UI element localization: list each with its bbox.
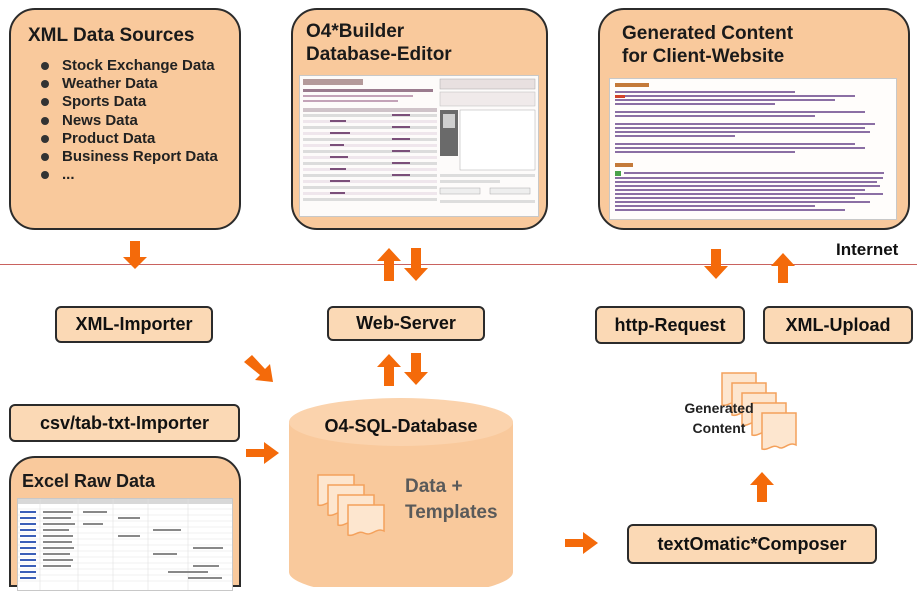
generated-content-title-line1: Generated Content: [622, 23, 794, 44]
internet-line: [0, 264, 917, 266]
xml-data-sources-list: Stock Exchange Data Weather Data Sports …: [36, 57, 218, 184]
database-content-label: Data + Templates: [405, 474, 498, 526]
down-arrow-icon: [123, 241, 147, 269]
up-arrow-icon: [377, 354, 401, 386]
down-arrow-icon: [404, 248, 428, 281]
right-arrow-icon: [244, 355, 273, 382]
excel-sheet-grid: [18, 499, 232, 590]
internet-label: Internet: [836, 240, 899, 259]
generated-content-doc-line2: Content: [692, 420, 746, 436]
csv-importer-node: csv/tab-txt-Importer: [9, 404, 240, 442]
bullet-icon: [41, 116, 49, 125]
list-item: Sports Data: [36, 93, 218, 111]
list-item: Stock Exchange Data: [36, 57, 218, 75]
database-editor-thumbnail: [300, 76, 538, 216]
o4-builder-title: O4*Builder Database-Editor: [306, 20, 452, 66]
o4-builder-title-line2: Database-Editor: [306, 44, 452, 65]
database-content-line1: Data +: [405, 476, 463, 497]
right-arrow-icon: [246, 442, 279, 464]
up-arrow-icon: [377, 248, 401, 281]
list-item: Business Report Data: [36, 148, 218, 166]
database-editor-screenshot: [299, 75, 539, 217]
up-arrow-icon: [771, 253, 795, 283]
database-title: O4-SQL-Database: [324, 416, 478, 436]
down-arrow-icon: [404, 353, 428, 385]
generated-content-doc-label: Generated Content: [664, 398, 774, 438]
bullet-icon: [41, 62, 49, 70]
right-arrow-icon: [565, 532, 598, 554]
client-website-screenshot: [609, 78, 897, 220]
generated-content-title: Generated Content for Client-Website: [622, 22, 793, 68]
list-item: Weather Data: [36, 75, 218, 93]
textomatic-composer-node: textOmatic*Composer: [627, 524, 877, 564]
generated-content-title-line2: for Client-Website: [622, 46, 785, 67]
database-cylinder: [289, 398, 513, 587]
xml-data-sources-panel: XML Data Sources Stock Exchange Data Wea…: [9, 8, 241, 230]
generated-content-document-stack-icon: [721, 372, 797, 451]
client-website-thumbnail: [610, 79, 896, 219]
bullet-icon: [41, 98, 49, 107]
document-stack-icon: [317, 474, 385, 537]
bullet-icon: [41, 153, 49, 162]
http-request-node: http-Request: [595, 306, 745, 344]
o4-builder-panel: O4*Builder Database-Editor: [291, 8, 548, 230]
generated-content-doc-line1: Generated: [684, 400, 754, 416]
down-arrow-icon: [704, 249, 728, 279]
bullet-icon: [41, 80, 49, 89]
up-arrow-icon: [750, 472, 774, 502]
list-item: ...: [36, 166, 218, 184]
excel-raw-data-panel: Excel Raw Data: [9, 456, 241, 591]
web-server-node: Web-Server: [327, 306, 485, 341]
generated-content-panel: Generated Content for Client-Website: [598, 8, 910, 230]
list-item: Product Data: [36, 130, 218, 148]
xml-data-sources-title: XML Data Sources: [28, 25, 195, 46]
database-content-line2: Templates: [405, 502, 498, 523]
o4-builder-title-line1: O4*Builder: [306, 21, 405, 42]
bullet-icon: [41, 171, 49, 180]
excel-raw-data-title: Excel Raw Data: [22, 471, 156, 491]
xml-importer-node: XML-Importer: [55, 306, 213, 343]
excel-sheet-thumbnail: [17, 498, 233, 591]
xml-upload-node: XML-Upload: [763, 306, 913, 344]
bullet-icon: [41, 134, 49, 143]
list-item: News Data: [36, 112, 218, 130]
